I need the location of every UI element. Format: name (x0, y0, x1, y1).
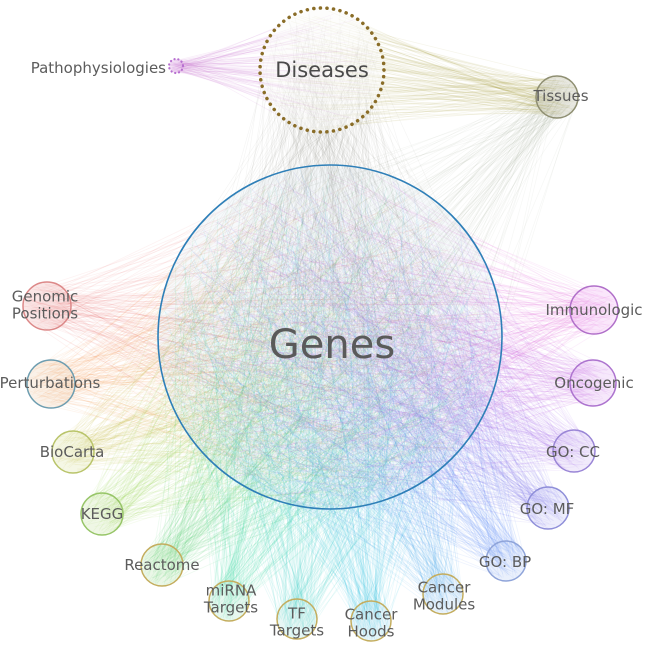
node-label-line: Genomic (12, 288, 79, 306)
node-biocarta[interactable] (51, 430, 95, 474)
edge-bundle-genes-mirna_targets (165, 172, 497, 621)
node-tissues[interactable] (535, 75, 579, 119)
edge-bundle-diseases-tissues (261, 10, 577, 131)
node-label-line: GO: BP (479, 553, 531, 571)
node-label-line: Immunologic (545, 301, 642, 319)
node-label-line: Reactome (124, 556, 199, 574)
node-label-go_cc: GO: CC (546, 443, 600, 461)
edge-bundle-genes-reactome (142, 173, 491, 587)
node-perturbations[interactable] (26, 359, 76, 409)
node-tf_targets[interactable] (276, 598, 318, 640)
node-cancer_modules[interactable] (422, 573, 464, 615)
node-label-line: BioCarta (40, 443, 105, 461)
node-cancer_hoods[interactable] (350, 600, 392, 642)
node-label-line: Hoods (348, 622, 395, 640)
node-go_bp[interactable] (485, 540, 527, 582)
node-label-line: Targets (203, 598, 258, 616)
node-label-line: GO: CC (546, 443, 600, 461)
node-oncogenic[interactable] (569, 359, 617, 407)
node-label-line: Pathophysiologies (31, 59, 166, 77)
edge-bundle-diseases-pathophysiologies (169, 13, 375, 129)
node-label-line: GO: MF (520, 500, 575, 518)
node-label-tissues: Tissues (532, 87, 588, 105)
node-go_cc[interactable] (552, 429, 596, 473)
node-label-genes: Genes (269, 322, 395, 368)
node-label-line: Cancer (345, 606, 399, 624)
node-label-line: Oncogenic (554, 374, 633, 392)
edge-bundle-genes-cancer_hoods (166, 186, 498, 641)
node-label-kegg: KEGG (81, 505, 124, 523)
node-label-immunologic: Immunologic (545, 301, 642, 319)
node-diseases[interactable] (258, 6, 386, 134)
edge-bundle-genes-genomic_positions (23, 176, 494, 506)
edge-bundle-genes-perturbations (27, 189, 498, 499)
node-label-line: Perturbations (0, 374, 101, 392)
node-label-line: Positions (12, 304, 78, 322)
edge-bundle-genes-oncogenic (164, 181, 616, 498)
node-label-line: Diseases (275, 58, 369, 82)
node-label-oncogenic: Oncogenic (554, 374, 633, 392)
edge-bundle-genes-go_cc (170, 180, 596, 502)
edge-bundle-genes-cancer_modules (161, 169, 498, 614)
node-label-line: Tissues (532, 87, 588, 105)
node-label-reactome: Reactome (124, 556, 199, 574)
node-mirna_targets[interactable] (208, 580, 250, 622)
node-label-perturbations: Perturbations (0, 374, 101, 392)
node-layer (22, 6, 619, 642)
node-label-line: Targets (269, 621, 324, 639)
node-label-line: KEGG (81, 505, 124, 523)
node-label-line: Cancer (418, 579, 472, 597)
edge-bundle-genes-biocarta (52, 168, 488, 506)
edge-bundle-genes-go_bp (167, 167, 525, 579)
label-layer: Genes Diseases PathophysiologiesTissuesGen… (0, 58, 643, 640)
node-immunologic[interactable] (569, 285, 619, 335)
node-label-pathophysiologies: Pathophysiologies (31, 59, 166, 77)
edge-bundle-genes-go_mf (160, 171, 569, 530)
node-label-line: TF (287, 605, 306, 623)
node-label-line: Modules (413, 595, 476, 613)
node-reactome[interactable] (140, 543, 184, 587)
node-label-diseases: Diseases (275, 58, 369, 82)
edge-bundle-genes-tf_targets (159, 174, 503, 639)
node-genes[interactable] (157, 164, 503, 510)
node-genomic_positions[interactable] (22, 281, 72, 331)
node-go_mf[interactable] (526, 486, 570, 530)
node-pathophysiologies[interactable] (167, 57, 185, 75)
node-label-line: Genes (269, 322, 395, 368)
node-label-line: miRNA (206, 582, 257, 600)
node-label-go_bp: GO: BP (479, 553, 531, 571)
edge-bundle-genes-tissues (159, 76, 578, 497)
node-kegg[interactable] (80, 492, 124, 536)
node-label-biocarta: BioCarta (40, 443, 105, 461)
node-label-go_mf: GO: MF (520, 500, 575, 518)
edge-bundle-genes-diseases (160, 9, 497, 506)
